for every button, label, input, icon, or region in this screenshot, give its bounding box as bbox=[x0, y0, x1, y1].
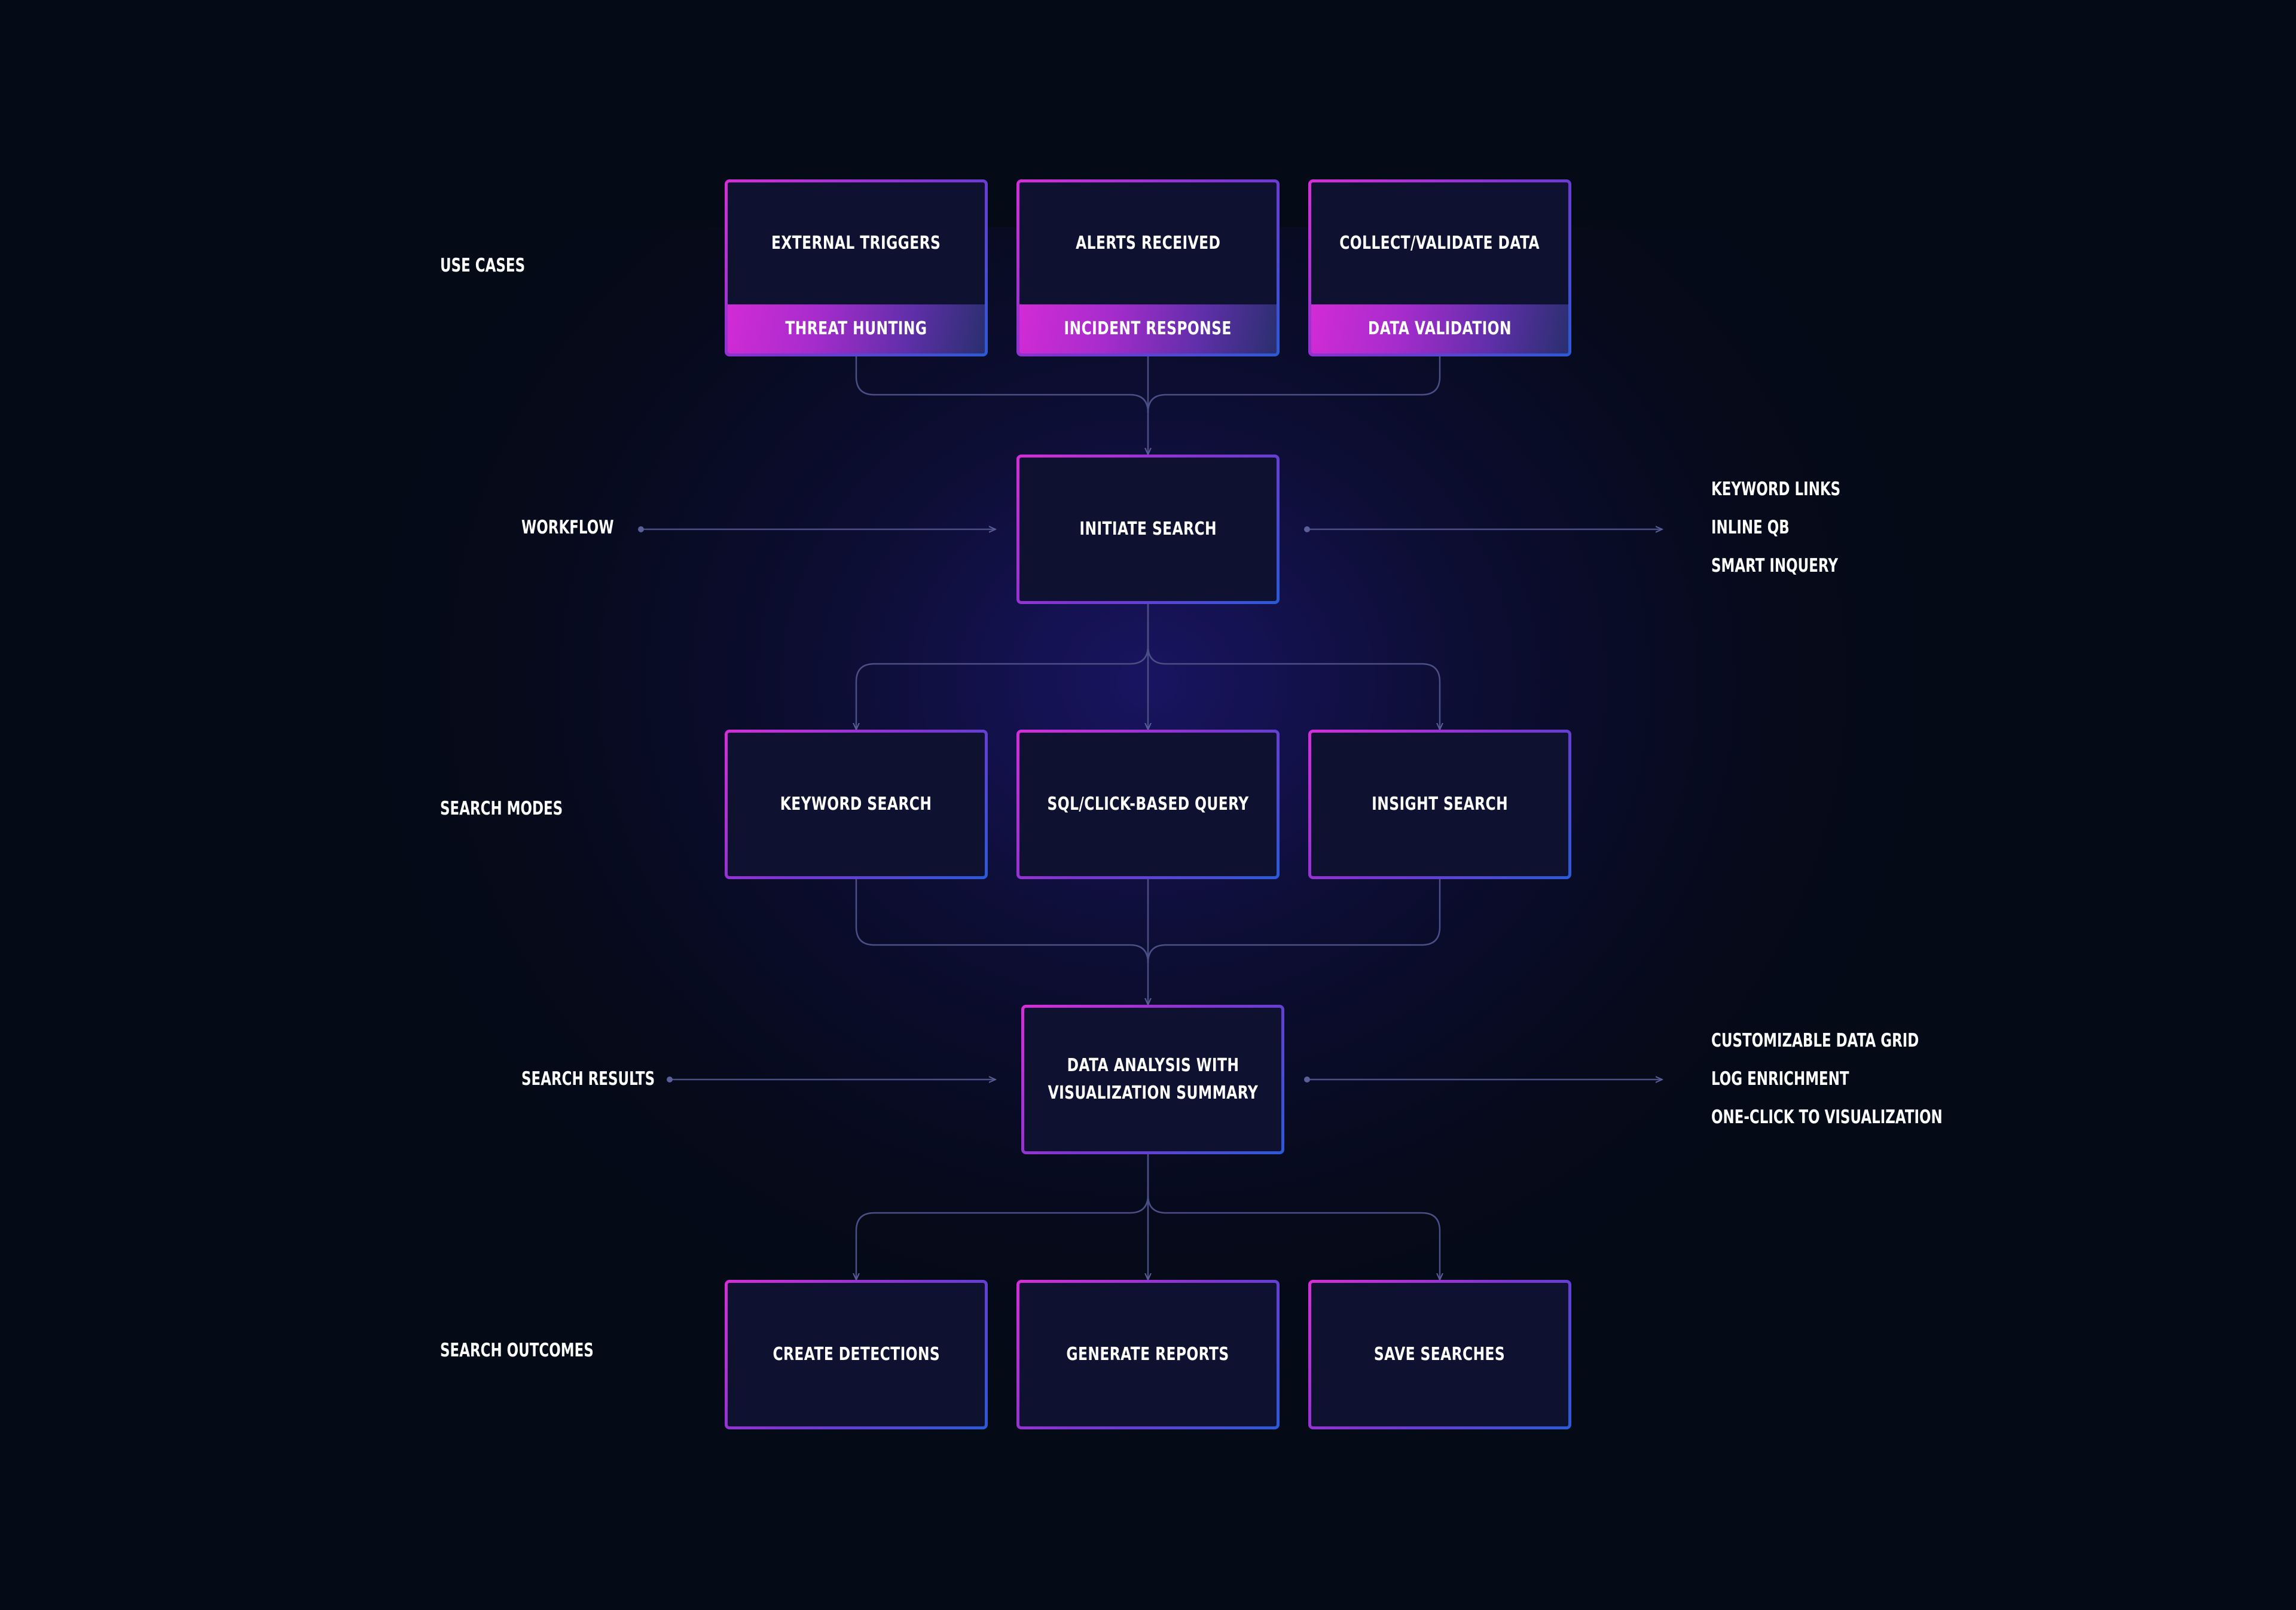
connector-usecase-merge-right bbox=[1147, 356, 1441, 413]
connector-modes-merge-right bbox=[1147, 878, 1441, 963]
node-label: CREATE DETECTIONS bbox=[773, 1343, 940, 1365]
use-case-data-validation: COLLECT/VALIDATE DATA DATA VALIDATION bbox=[1308, 179, 1571, 356]
node-data-analysis: DATA ANALYSIS WITH VISUALIZATION SUMMARY bbox=[1021, 1005, 1284, 1154]
node-keyword-search: KEYWORD SEARCH bbox=[725, 730, 988, 879]
connector-split-modes bbox=[856, 603, 1149, 730]
node-create-detections: CREATE DETECTIONS bbox=[725, 1280, 988, 1429]
connector-split-modes-right bbox=[1147, 645, 1440, 730]
use-case-label: COLLECT/VALIDATE DATA bbox=[1339, 232, 1540, 254]
node-save-searches: SAVE SEARCHES bbox=[1308, 1280, 1571, 1429]
connector-usecase-merge bbox=[855, 356, 1149, 413]
node-label: SQL/CLICK-BASED QUERY bbox=[1047, 793, 1249, 815]
connector-dot-workflow-right bbox=[1304, 526, 1310, 532]
results-feature: ONE-CLICK TO VISUALIZATION bbox=[1711, 1106, 1943, 1128]
use-case-band: INCIDENT RESPONSE bbox=[1064, 318, 1232, 339]
workflow-feature: SMART INQUERY bbox=[1711, 555, 1838, 577]
node-insight-search: INSIGHT SEARCH bbox=[1308, 730, 1571, 879]
node-sql-click-query: SQL/CLICK-BASED QUERY bbox=[1016, 730, 1280, 879]
results-feature: CUSTOMIZABLE DATA GRID bbox=[1711, 1030, 1919, 1051]
node-label-line1: DATA ANALYSIS WITH bbox=[1067, 1054, 1239, 1076]
node-label-line2: VISUALIZATION SUMMARY bbox=[1048, 1083, 1258, 1103]
use-case-incident-response: ALERTS RECEIVED INCIDENT RESPONSE bbox=[1016, 179, 1280, 356]
node-label: INITIATE SEARCH bbox=[1079, 518, 1217, 539]
results-feature-list: CUSTOMIZABLE DATA GRID LOG ENRICHMENT ON… bbox=[1711, 1022, 2024, 1136]
use-case-label: EXTERNAL TRIGGERS bbox=[771, 232, 941, 254]
row-label-search-outcomes: SEARCH OUTCOMES bbox=[440, 1340, 594, 1361]
connector-split-outcomes bbox=[856, 1153, 1149, 1280]
node-initiate-search: INITIATE SEARCH bbox=[1016, 455, 1280, 604]
row-label-use-cases: USE CASES bbox=[440, 255, 526, 276]
row-label-workflow: WORKFLOW bbox=[521, 517, 614, 538]
node-generate-reports: GENERATE REPORTS bbox=[1016, 1280, 1280, 1429]
node-label: KEYWORD SEARCH bbox=[780, 793, 932, 815]
row-label-search-modes: SEARCH MODES bbox=[440, 798, 563, 819]
connector-dot-workflow-left bbox=[638, 526, 644, 532]
connector-dot-results-left bbox=[667, 1077, 673, 1083]
row-label-search-results: SEARCH RESULTS bbox=[521, 1068, 655, 1090]
node-label: SAVE SEARCHES bbox=[1374, 1343, 1506, 1365]
node-label: GENERATE REPORTS bbox=[1066, 1343, 1230, 1365]
connector-split-outcomes-right bbox=[1147, 1194, 1440, 1280]
workflow-feature-list: KEYWORD LINKS INLINE QB SMART INQUERY bbox=[1711, 470, 1886, 585]
workflow-feature: KEYWORD LINKS bbox=[1711, 478, 1841, 500]
use-case-band: DATA VALIDATION bbox=[1367, 318, 1512, 339]
connector-dot-results-right bbox=[1304, 1077, 1310, 1083]
results-feature: LOG ENRICHMENT bbox=[1711, 1068, 1849, 1090]
use-case-label: ALERTS RECEIVED bbox=[1075, 232, 1221, 254]
node-label: INSIGHT SEARCH bbox=[1372, 793, 1508, 815]
workflow-feature: INLINE QB bbox=[1711, 517, 1790, 538]
use-case-band: THREAT HUNTING bbox=[785, 318, 927, 339]
use-case-threat-hunting: EXTERNAL TRIGGERS THREAT HUNTING bbox=[725, 179, 988, 356]
connector-modes-merge bbox=[855, 878, 1149, 963]
